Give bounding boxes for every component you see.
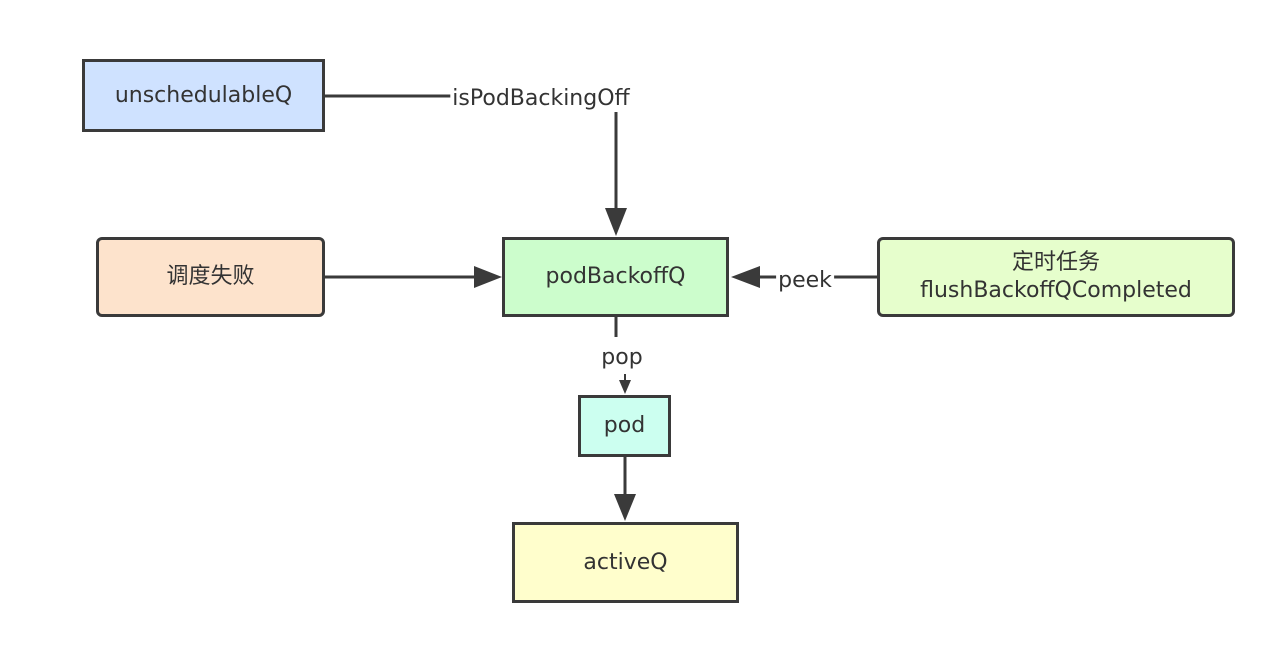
arrowhead-down-small-icon [619,380,631,394]
node-pod: pod [578,395,671,457]
arrowhead-down-icon [614,494,636,521]
node-label: podBackoffQ [545,264,686,289]
edge-pod-to-active [614,457,636,521]
node-label-line2: flushBackoffQCompleted [920,278,1192,303]
node-timer-task: 定时任务 flushBackoffQCompleted [877,237,1235,317]
edge-backoff-to-pod [614,317,631,394]
arrowhead-down-icon [605,208,627,236]
node-unschedulableQ: unschedulableQ [82,59,325,132]
edge-label-pop: pop [599,345,645,371]
node-label: unschedulableQ [114,82,293,108]
edge-label-isPodBackingOff: isPodBackingOff [450,86,632,112]
node-scheduling-failed: 调度失败 [96,237,325,317]
node-label: 调度失败 [166,264,255,289]
arrowhead-right-icon [474,266,502,288]
edge-failed-to-backoff [325,266,502,288]
node-label: activeQ [583,549,668,575]
arrowhead-left-icon [731,266,760,288]
node-activeQ: activeQ [512,522,739,603]
node-podBackoffQ: podBackoffQ [502,237,729,317]
node-label-line1: 定时任务 [1011,250,1100,275]
edge-label-peek: peek [776,268,834,294]
node-label: pod [603,413,646,438]
edge-unschedulable-to-backoff [325,94,627,236]
